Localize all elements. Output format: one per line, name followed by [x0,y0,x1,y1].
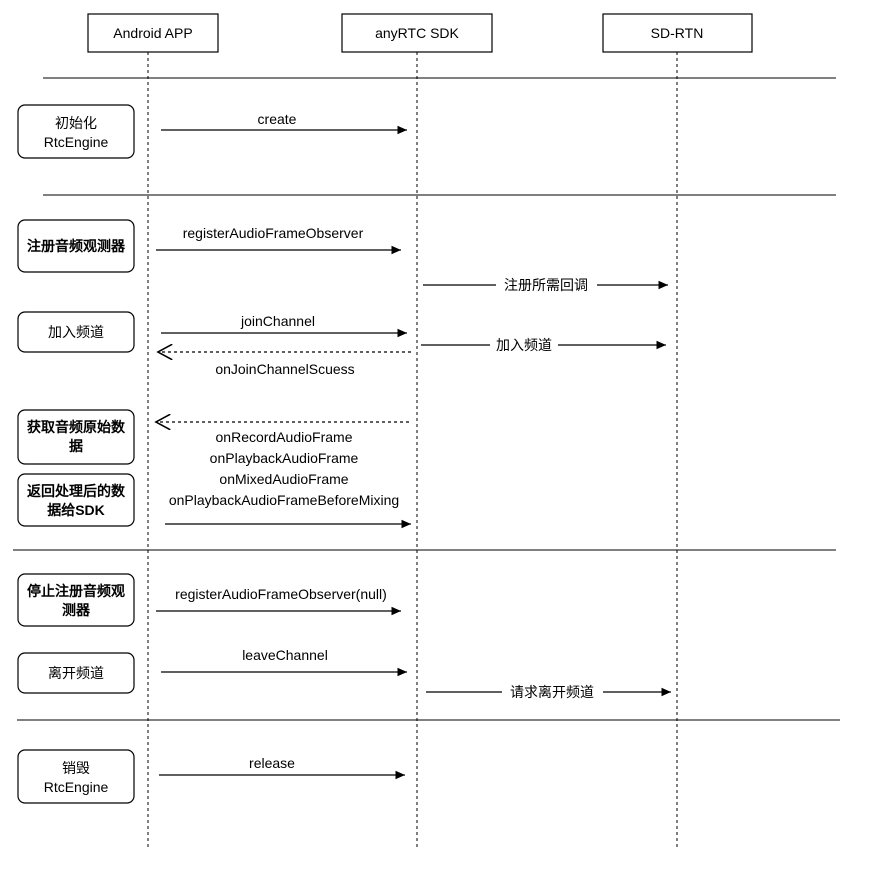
message-label-leave-channel: leaveChannel [242,647,328,663]
message-label-join-channel: joinChannel [240,313,315,329]
phase-leave-channel: 离开频道 [17,652,135,694]
phase-label: 离开频道 [48,665,104,681]
message-label-join-success: onJoinChannelScuess [215,361,354,377]
phase-stop-register-observer: 停止注册音频观 测器 [17,573,135,627]
participant-anyrtc-sdk: anyRTC SDK [341,13,493,53]
message-label-leave-channel-rtn: 请求离开频道 [510,684,594,700]
message-label-join-channel-rtn: 加入频道 [496,337,552,353]
phase-destroy: 销毁 RtcEngine [17,749,135,804]
phase-label: 据 [69,438,83,454]
participant-label: anyRTC SDK [375,25,459,41]
message-label-audio-callback: onRecordAudioFrame [216,429,353,445]
message-label-audio-callback: onPlaybackAudioFrameBeforeMixing [169,492,399,508]
participant-android-app: Android APP [87,13,219,53]
phase-label: 加入频道 [48,324,104,340]
phase-label: 注册音频观测器 [27,238,126,254]
message-label-register-callbacks: 注册所需回调 [504,277,588,293]
phase-label: 初始化 [55,115,97,131]
phase-label: 获取音频原始数 [27,419,126,435]
phase-label: 据给SDK [47,502,105,518]
phase-label: 测器 [62,602,91,618]
message-label-release: release [249,755,295,771]
phase-label: RtcEngine [44,779,109,795]
participant-label: Android APP [113,25,192,41]
phase-label: RtcEngine [44,134,109,150]
phase-return-processed-data: 返回处理后的数 据给SDK [17,473,135,527]
message-label-audio-callback: onMixedAudioFrame [219,471,348,487]
phase-register-observer: 注册音频观测器 [17,219,135,273]
phase-label: 返回处理后的数 [27,483,126,499]
participant-sd-rtn: SD-RTN [602,13,753,53]
phase-join-channel: 加入频道 [17,311,135,353]
message-label-create: create [258,111,297,127]
phase-get-raw-data: 获取音频原始数 据 [17,409,135,465]
phase-init: 初始化 RtcEngine [17,104,135,159]
message-label-unregister-observer: registerAudioFrameObserver(null) [175,586,387,602]
message-label-audio-callback: onPlaybackAudioFrame [210,450,359,466]
message-label-register-observer: registerAudioFrameObserver [183,225,364,241]
phase-label: 销毁 [62,760,90,776]
participant-label: SD-RTN [651,25,704,41]
phase-label: 停止注册音频观 [27,583,125,599]
